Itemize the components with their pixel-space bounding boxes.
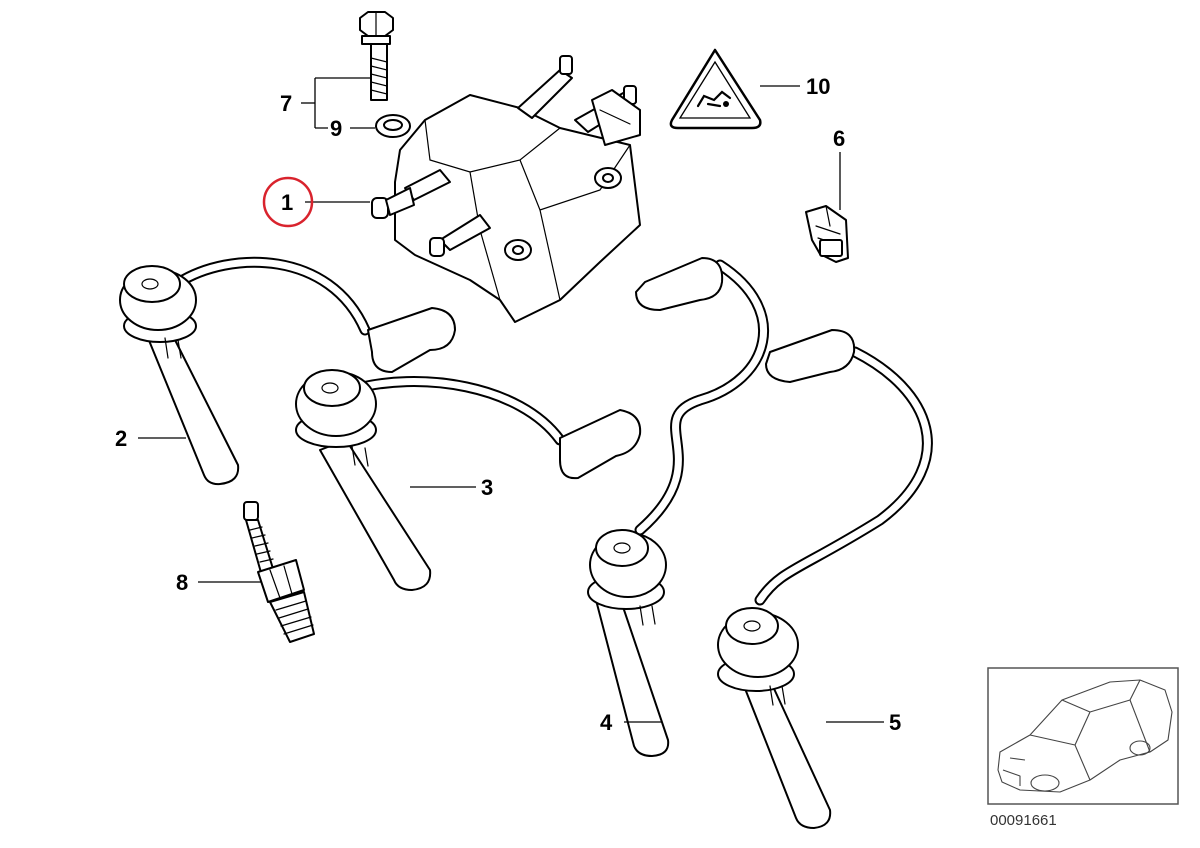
callout-7: 7 [280,91,292,116]
car-silhouette-icon [997,679,1173,793]
callout-5: 5 [889,710,901,735]
washer [375,114,411,138]
ignition-lead-3 [295,369,642,591]
callout-9: 9 [330,116,342,141]
ignition-lead-2 [119,256,456,486]
callout-3: 3 [481,475,493,500]
callout-6: 6 [833,126,845,151]
callout-4: 4 [600,710,613,735]
leader-lines [138,77,884,723]
bolt [359,11,394,101]
callout-8: 8 [176,570,188,595]
callout-2: 2 [115,426,127,451]
ignition-lead-5 [717,329,933,829]
cable-clip [805,205,849,263]
diagram-number: 00091661 [990,812,1057,829]
callout-1: 1 [281,190,293,215]
high-voltage-warning-icon [669,48,762,130]
ignition-lead-4 [587,257,770,757]
ignition-coil [371,55,641,323]
spark-plug [243,501,315,643]
callout-1-highlight [262,176,314,228]
vehicle-locator-inset: 00091661 [987,667,1179,829]
callout-10: 10 [806,74,830,99]
callout-labels: 1 2 3 4 5 6 7 8 9 10 [115,74,901,735]
